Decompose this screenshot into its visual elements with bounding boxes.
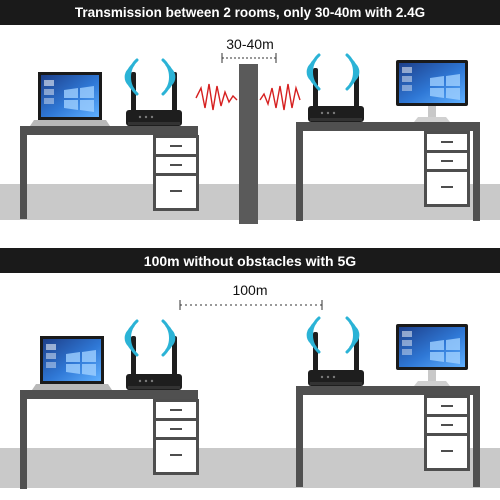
desk-icon bbox=[20, 390, 199, 489]
laptop-icon bbox=[30, 72, 110, 126]
desk-icon bbox=[296, 122, 480, 221]
monitor-icon bbox=[396, 60, 468, 122]
distance-ruler-bottom bbox=[179, 300, 323, 310]
desk-icon bbox=[296, 386, 480, 487]
laptop-icon bbox=[32, 336, 112, 390]
distance-label-bottom: 100m bbox=[232, 282, 268, 298]
distance-ruler-top bbox=[221, 53, 277, 63]
scene-bottom-floor bbox=[0, 448, 500, 488]
desk-icon bbox=[20, 126, 199, 219]
monitor-icon bbox=[396, 324, 468, 386]
banner-5g: 100m without obstacles with 5G bbox=[0, 248, 500, 273]
interference-wave-icon bbox=[195, 83, 301, 111]
distance-label-top: 30-40m bbox=[226, 36, 274, 52]
wall-obstacle bbox=[239, 64, 258, 224]
banner-2-4g: Transmission between 2 rooms, only 30-40… bbox=[0, 0, 500, 25]
